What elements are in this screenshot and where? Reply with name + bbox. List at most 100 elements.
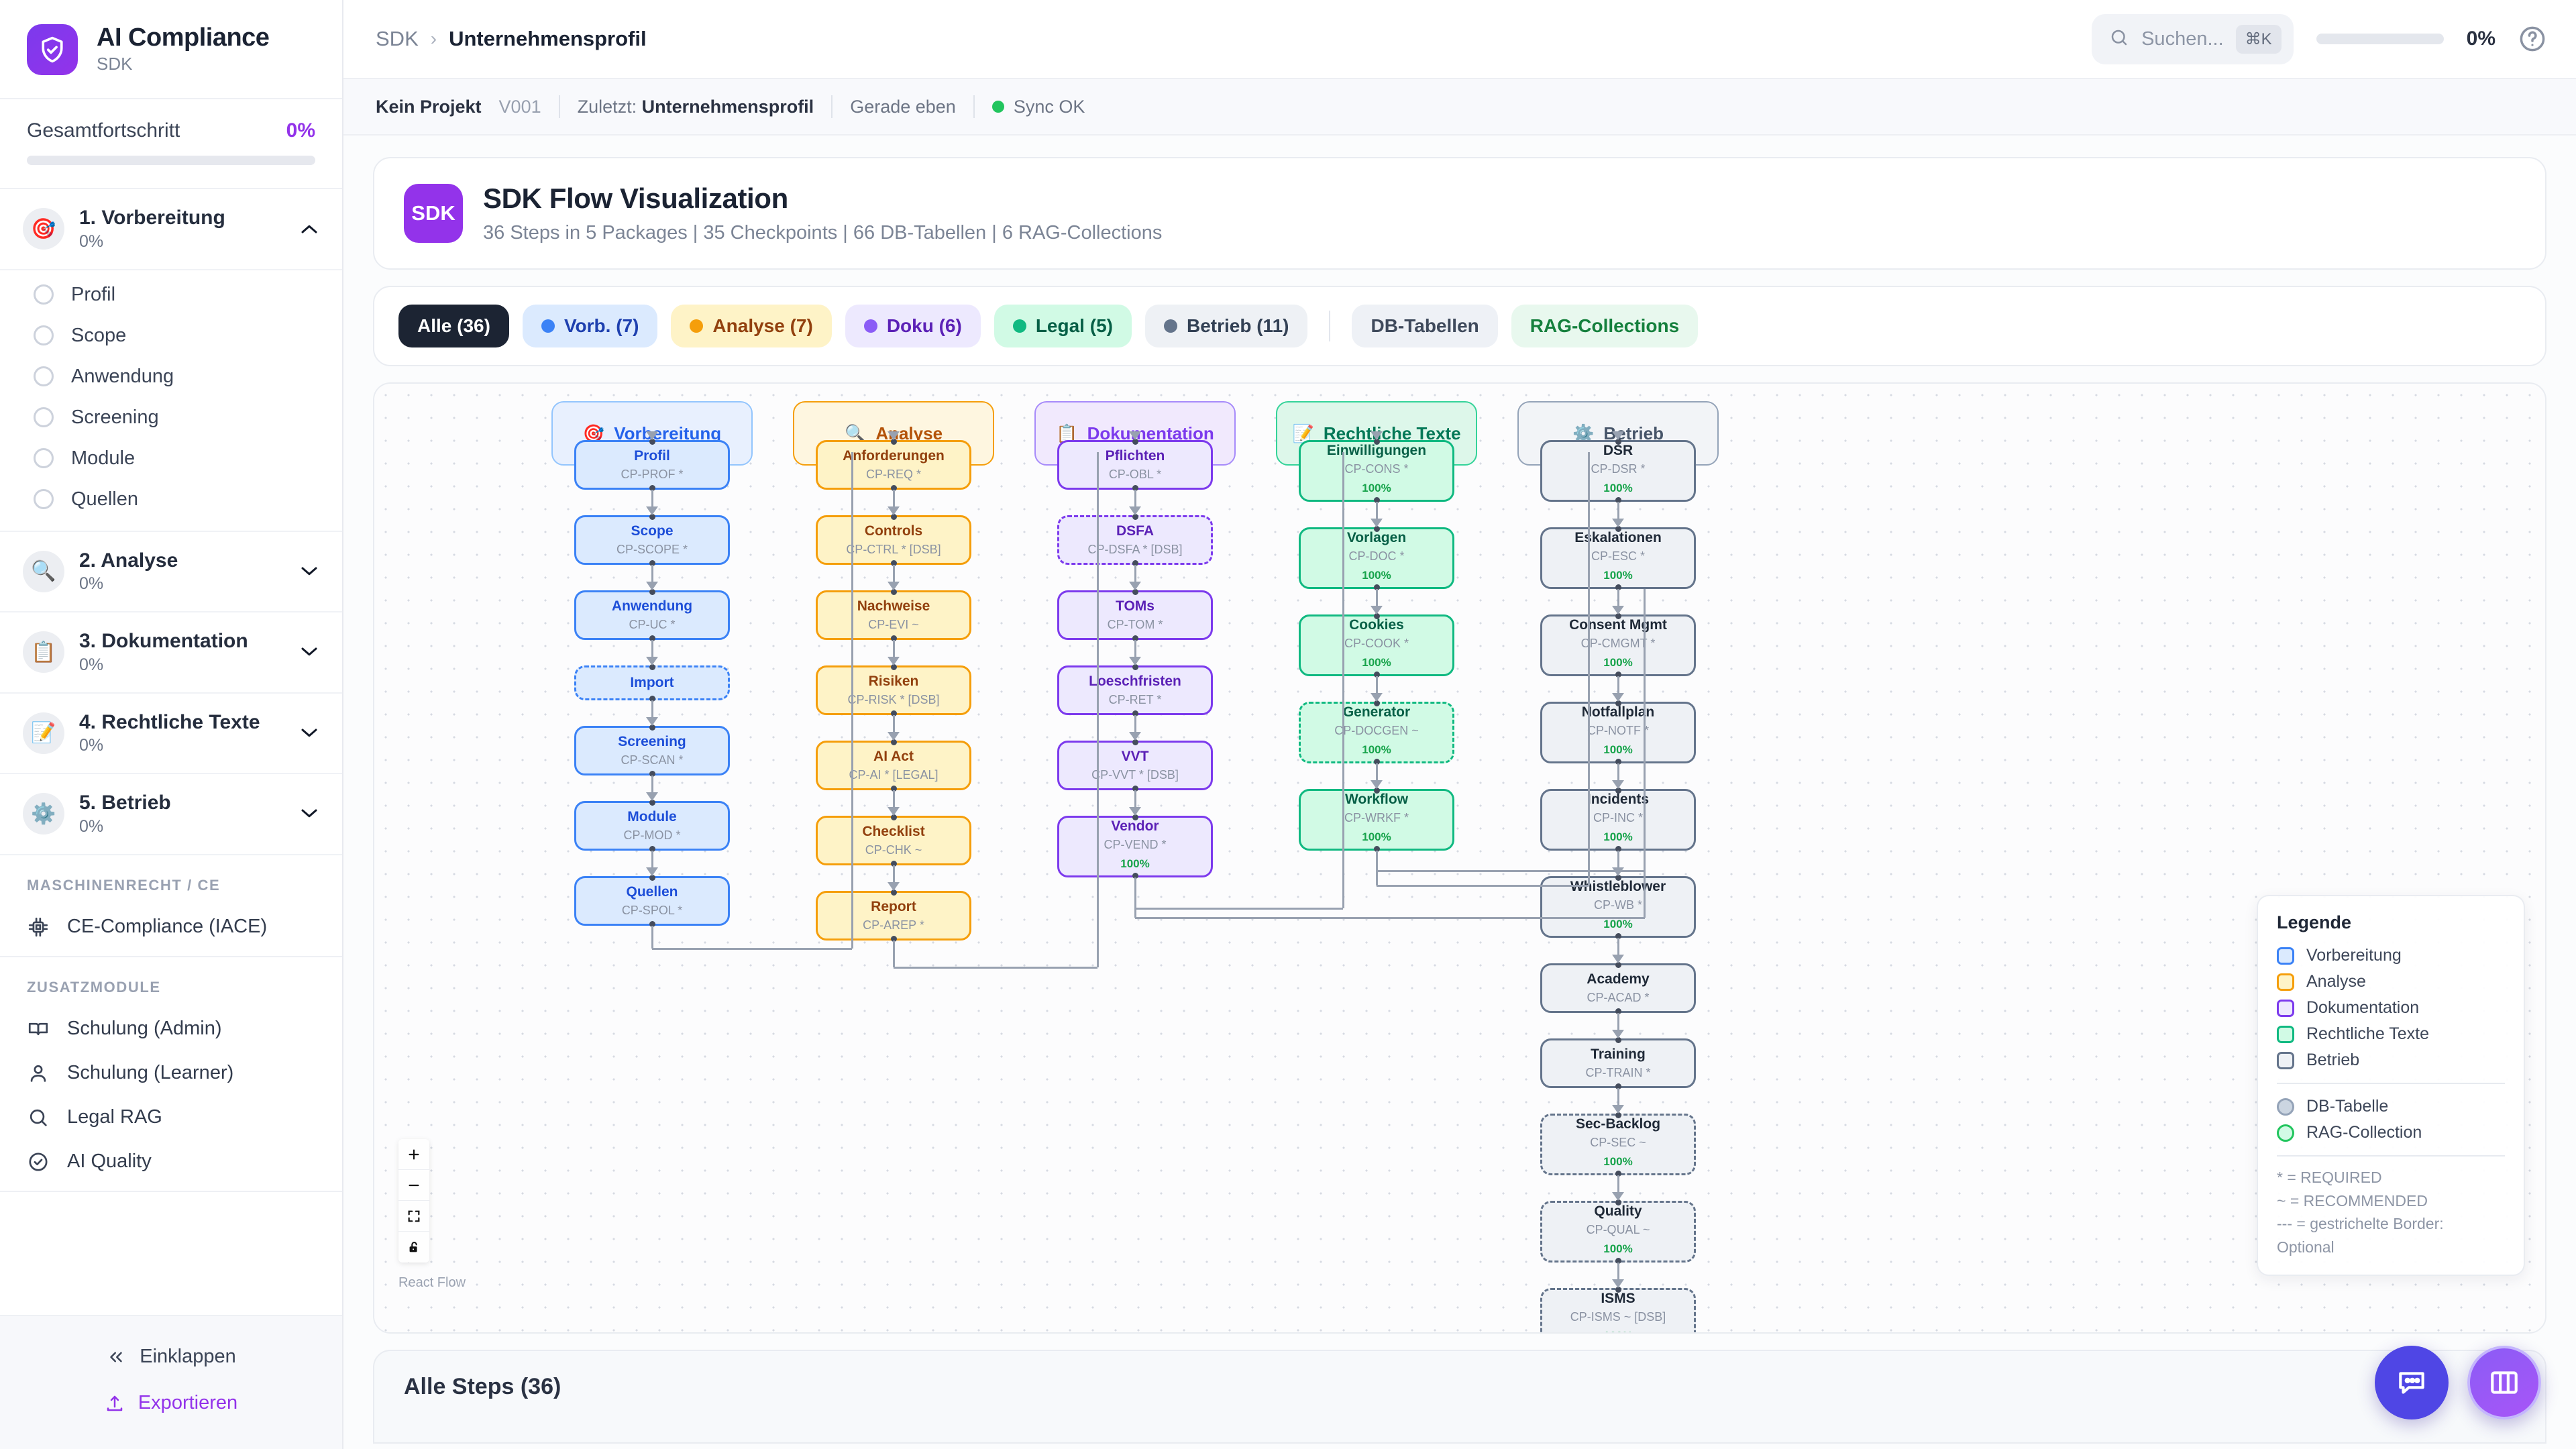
filter-chip-label: Alle (36) bbox=[417, 315, 490, 336]
filter-chip-legal-5[interactable]: Legal (5) bbox=[994, 305, 1132, 347]
flow-node-checkpoint: CP-CONS * bbox=[1344, 462, 1409, 476]
step-radio-icon[interactable] bbox=[34, 325, 54, 345]
flow-edge bbox=[1375, 763, 1378, 782]
filter-chip-label: Betrieb (11) bbox=[1186, 315, 1289, 336]
step-radio-icon[interactable] bbox=[34, 366, 54, 386]
flow-node-port-bottom bbox=[1132, 873, 1138, 879]
sidebar-item-screening[interactable]: Screening bbox=[0, 397, 342, 438]
filter-chip-vorb-7[interactable]: Vorb. (7) bbox=[522, 305, 658, 347]
search-box[interactable]: Suchen... ⌘K bbox=[2092, 13, 2294, 64]
nav-item-ce-compliance-iace[interactable]: CE-Compliance (IACE) bbox=[0, 905, 342, 949]
breadcrumb-root[interactable]: SDK bbox=[376, 27, 419, 50]
zoom-in-icon[interactable] bbox=[398, 1139, 429, 1170]
filter-chip-doku-6[interactable]: Doku (6) bbox=[845, 305, 981, 347]
sidebar-item-scope[interactable]: Scope bbox=[0, 315, 342, 356]
chip-dot-icon bbox=[1012, 319, 1026, 333]
sidebar-item-profil[interactable]: Profil bbox=[0, 274, 342, 315]
nav-item-legal-rag[interactable]: Legal RAG bbox=[0, 1095, 342, 1140]
filter-chip-betrieb-11[interactable]: Betrieb (11) bbox=[1144, 305, 1308, 347]
chevron-down-icon[interactable] bbox=[299, 727, 319, 739]
zoom-out-icon[interactable] bbox=[398, 1170, 429, 1201]
flow-diagram-card[interactable]: 🎯Vorbereitung🔍Analyse📋Dokumentation📝Rech… bbox=[373, 382, 2546, 1334]
react-flow-attribution[interactable]: React Flow bbox=[398, 1275, 466, 1290]
step-radio-icon[interactable] bbox=[34, 489, 54, 509]
filter-chip-alle-36[interactable]: Alle (36) bbox=[398, 305, 509, 347]
chevron-down-icon[interactable] bbox=[299, 646, 319, 658]
nav-item-schulung-learner[interactable]: Schulung (Learner) bbox=[0, 1051, 342, 1095]
filter-chip-rag-collections[interactable]: RAG-Collections bbox=[1511, 305, 1699, 347]
flow-controls[interactable] bbox=[398, 1139, 429, 1263]
collapse-sidebar-button[interactable]: Einklappen bbox=[0, 1334, 342, 1380]
step-radio-icon[interactable] bbox=[34, 284, 54, 305]
chat-assistant-button[interactable] bbox=[2375, 1346, 2449, 1419]
chevron-down-icon[interactable] bbox=[299, 808, 319, 820]
sidebar-item-quellen[interactable]: Quellen bbox=[0, 479, 342, 520]
chevron-down-icon[interactable] bbox=[299, 566, 319, 578]
flow-edge bbox=[892, 490, 895, 508]
flow-edge bbox=[892, 790, 895, 809]
nav-item-schulung-admin[interactable]: Schulung (Admin) bbox=[0, 1007, 342, 1051]
steps-section: Alle Steps (36) bbox=[373, 1350, 2546, 1444]
flow-edge bbox=[651, 565, 653, 584]
flow-node-port-bottom bbox=[649, 846, 655, 852]
flow-node-import[interactable]: Import bbox=[574, 664, 730, 702]
sidebar-item-module[interactable]: Module bbox=[0, 438, 342, 479]
help-circle-icon[interactable] bbox=[2518, 25, 2546, 53]
flow-node-port-bottom bbox=[890, 485, 897, 491]
flow-node-name: DSFA bbox=[1116, 523, 1154, 539]
step-radio-icon[interactable] bbox=[34, 407, 54, 427]
lock-icon[interactable] bbox=[398, 1232, 429, 1263]
chevron-up-icon[interactable] bbox=[299, 223, 319, 235]
content-area: SDK SDK Flow Visualization 36 Steps in 5… bbox=[343, 136, 2576, 1449]
filter-chip-analyse-7[interactable]: Analyse (7) bbox=[671, 305, 832, 347]
sidebar-item-anwendung[interactable]: Anwendung bbox=[0, 356, 342, 397]
export-button[interactable]: Exportieren bbox=[0, 1380, 342, 1426]
flow-canvas[interactable]: 🎯Vorbereitung🔍Analyse📋Dokumentation📝Rech… bbox=[374, 384, 2545, 1332]
panel-toggle-button[interactable] bbox=[2467, 1346, 2541, 1419]
divider bbox=[973, 95, 975, 118]
fit-view-icon[interactable] bbox=[398, 1201, 429, 1232]
nav-item-ai-quality[interactable]: AI Quality bbox=[0, 1140, 342, 1184]
step-radio-icon[interactable] bbox=[34, 448, 54, 468]
filter-chip-db-tabellen[interactable]: DB-Tabellen bbox=[1352, 305, 1498, 347]
